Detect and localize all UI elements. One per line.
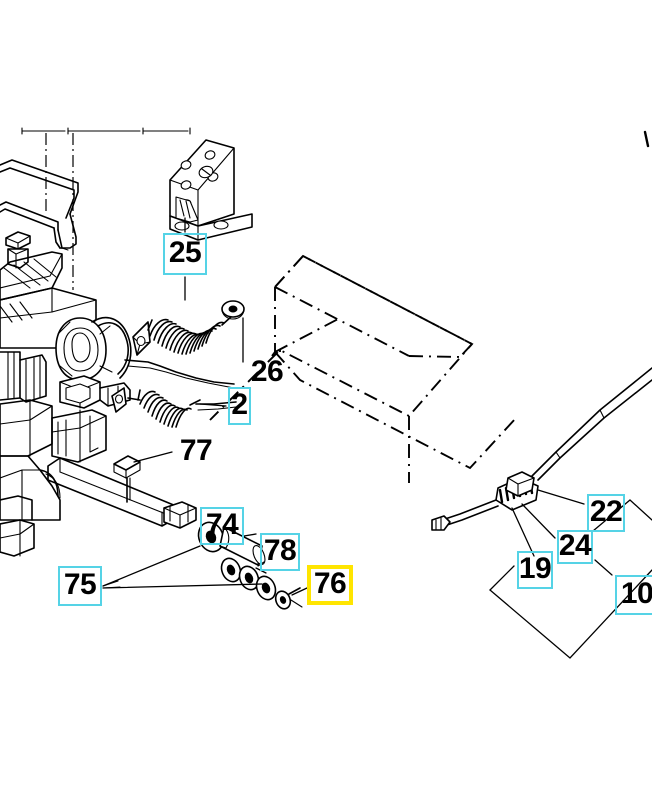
callout-19[interactable]: 19 [517, 551, 553, 589]
callout-number-label: 26 [250, 355, 284, 388]
top-right-tick [643, 130, 650, 148]
callout-75[interactable]: 75 [58, 566, 102, 606]
callout-number-label: 78 [263, 534, 297, 567]
callout-78[interactable]: 78 [260, 533, 300, 571]
callout-76[interactable]: 76 [307, 565, 353, 605]
callout-number-label: 25 [168, 236, 202, 269]
callout-25[interactable]: 25 [163, 233, 207, 275]
threaded-coupler [495, 471, 539, 511]
callout-number-label: 24 [558, 529, 592, 562]
extension-spring-26 [124, 300, 245, 389]
callout-number-label: 77 [179, 434, 213, 467]
callout-10[interactable]: 10 [615, 575, 652, 615]
callout-number-label: 22 [589, 495, 623, 528]
callout-number-label: 19 [518, 552, 552, 585]
control-rod-22 [431, 367, 652, 557]
mounting-bracket-25 [169, 139, 253, 301]
callout-number-label: 10 [620, 577, 652, 610]
pivot-shaft [47, 457, 197, 529]
callout-74[interactable]: 74 [200, 507, 244, 545]
return-spring-2 [111, 387, 237, 428]
washer-stack [102, 545, 308, 610]
callout-24[interactable]: 24 [557, 530, 593, 564]
transaxle-housing [0, 159, 132, 557]
callout-2[interactable]: 2 [228, 387, 251, 425]
callout-77[interactable]: 77 [174, 434, 218, 467]
callout-number-label: 75 [63, 568, 97, 601]
key-pin-77 [113, 451, 173, 503]
phantom-boundary-outline [271, 255, 473, 358]
assembly-bracket-10 [489, 499, 652, 659]
callout-26[interactable]: 26 [246, 355, 288, 388]
callout-22[interactable]: 22 [587, 494, 625, 532]
callout-number-label: 74 [205, 508, 239, 541]
callout-number-label: 76 [313, 567, 347, 600]
callout-number-label: 2 [231, 388, 248, 421]
